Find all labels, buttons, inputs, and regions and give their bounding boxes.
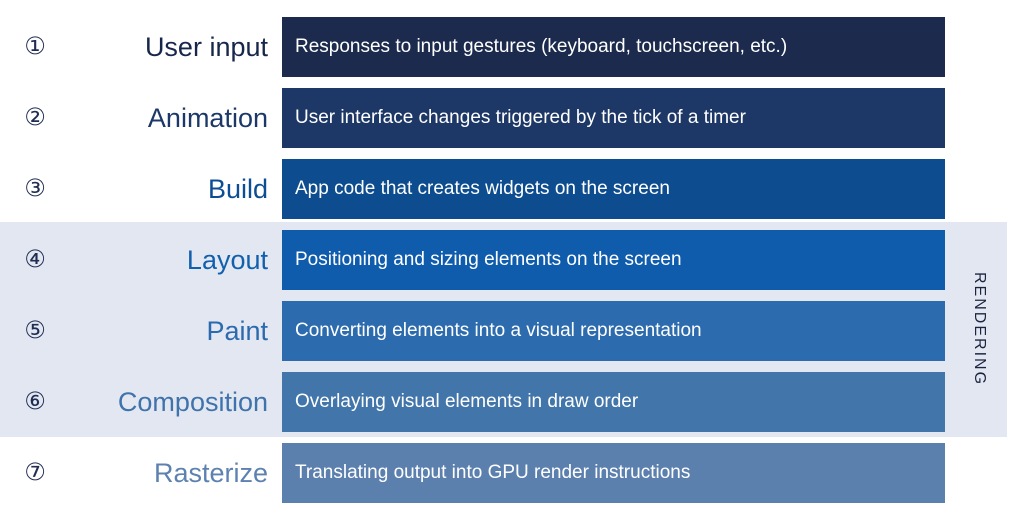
step-bar: App code that creates widgets on the scr… xyxy=(282,159,945,219)
step-number: ③ xyxy=(24,175,46,202)
pipeline-row-layout: ④ Layout Positioning and sizing elements… xyxy=(0,230,945,290)
step-label: Layout xyxy=(186,244,268,275)
step-description: App code that creates widgets on the scr… xyxy=(295,178,670,199)
step-number: ⑦ xyxy=(24,459,46,486)
pipeline-rows: ① User input Responses to input gestures… xyxy=(0,17,945,503)
step-description: Translating output into GPU render instr… xyxy=(295,462,691,483)
step-description: Overlaying visual elements in draw order xyxy=(295,391,639,412)
step-description: Responses to input gestures (keyboard, t… xyxy=(295,36,788,57)
step-bar: Responses to input gestures (keyboard, t… xyxy=(282,17,945,77)
step-bar: User interface changes triggered by the … xyxy=(282,88,945,148)
step-bar: Positioning and sizing elements on the s… xyxy=(282,230,945,290)
rendering-band-label: RENDERING xyxy=(971,272,988,387)
step-label: Paint xyxy=(206,315,268,346)
step-label: User input xyxy=(144,31,268,62)
step-label: Animation xyxy=(147,102,268,133)
step-bar: Overlaying visual elements in draw order xyxy=(282,372,945,432)
step-description: Converting elements into a visual repres… xyxy=(295,320,702,341)
pipeline-row-user-input: ① User input Responses to input gestures… xyxy=(0,17,945,77)
step-description: User interface changes triggered by the … xyxy=(295,107,746,128)
step-number: ⑤ xyxy=(24,317,46,344)
step-bar: Translating output into GPU render instr… xyxy=(282,443,945,503)
step-bar: Converting elements into a visual repres… xyxy=(282,301,945,361)
pipeline-row-build: ③ Build App code that creates widgets on… xyxy=(0,159,945,219)
step-label: Composition xyxy=(117,386,268,417)
pipeline-row-composition: ⑥ Composition Overlaying visual elements… xyxy=(0,372,945,432)
step-label: Build xyxy=(207,173,268,204)
step-description: Positioning and sizing elements on the s… xyxy=(295,249,682,270)
pipeline-row-paint: ⑤ Paint Converting elements into a visua… xyxy=(0,301,945,361)
step-number: ② xyxy=(24,104,46,131)
step-number: ① xyxy=(24,33,46,60)
pipeline-row-animation: ② Animation User interface changes trigg… xyxy=(0,88,945,148)
step-number: ⑥ xyxy=(24,388,46,415)
pipeline-row-rasterize: ⑦ Rasterize Translating output into GPU … xyxy=(0,443,945,503)
step-number: ④ xyxy=(24,246,46,273)
step-label: Rasterize xyxy=(153,457,268,488)
